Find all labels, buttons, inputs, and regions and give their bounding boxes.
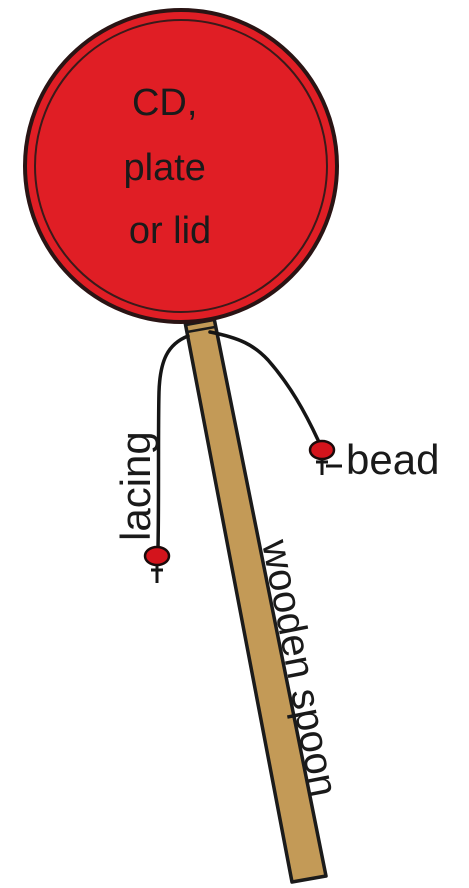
disc-label-line-2: plate — [124, 147, 206, 189]
disc-label: CD, plate or lid — [124, 82, 217, 252]
disc-outer — [23, 8, 339, 324]
bead-left-shape — [143, 545, 171, 567]
bead-label-group: bead — [326, 436, 439, 483]
bead-label: bead — [346, 436, 439, 483]
disc-label-line-3: or lid — [129, 210, 211, 252]
lacing-label: lacing — [112, 431, 159, 541]
bead-right — [308, 439, 336, 475]
lacing-left — [156, 334, 190, 550]
disc-inner-ring — [34, 19, 328, 313]
bead-right-shape — [308, 439, 336, 461]
drum-disc: CD, plate or lid — [23, 8, 339, 324]
bead-right-knot — [316, 459, 328, 475]
lacing-right — [208, 330, 320, 442]
bead-left — [143, 545, 171, 583]
bead-left-knot — [151, 566, 163, 583]
disc-label-line-1: CD, — [132, 82, 197, 124]
